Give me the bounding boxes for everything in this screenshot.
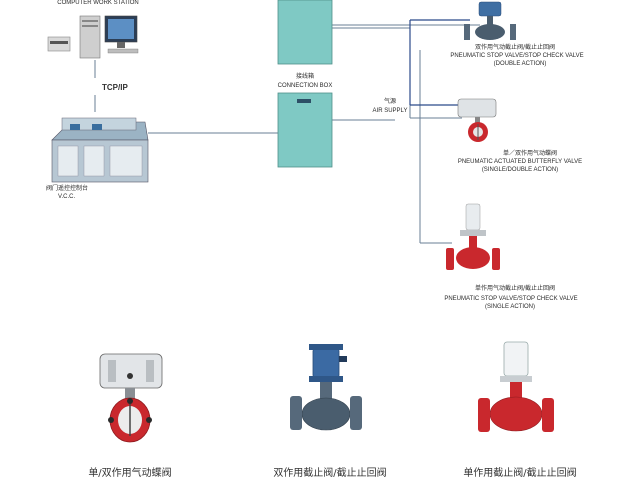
valve1-label-en: PNEUMATIC STOP VALVE/STOP CHECK VALVE [450, 53, 584, 59]
tcp-ip-label: TCP/IP [102, 83, 128, 92]
valve1-label-cn: 双作用气动截止阀/截止止回阀 [474, 44, 556, 51]
valve1-label-sub: (DOUBLE ACTION) [493, 61, 547, 67]
valve3-label-cn: 单作用气动截止阀/截止止回阀 [474, 285, 556, 292]
connection-box-top [277, 0, 333, 65]
computer-workstation-icon [47, 15, 139, 59]
valve-icon-large-single-stop [478, 341, 554, 432]
valve2-label-en: PNEUMATIC ACTUATED BUTTERFLY VALVE [457, 159, 583, 165]
valve2-label-sub: (SINGLE/DOUBLE ACTION) [481, 167, 559, 173]
caption-single-stop-valve: 单作用截止阀/截止止回阀 [463, 468, 577, 479]
valve2-label-cn: 单／双作用气动蝶阀 [502, 150, 557, 157]
valve-icon-small-double-stop [464, 1, 516, 40]
valve-icon-large-butterfly [99, 353, 163, 443]
workstation-label: COMPUTER WORK STATION [57, 0, 139, 6]
air-lines [409, 19, 470, 106]
valve-icon-small-butterfly [457, 98, 497, 142]
caption-double-stop-valve: 双作用截止阀/截止止回阀 [273, 468, 387, 479]
connection-box-label-cn: 接线箱 [295, 73, 314, 80]
caption-butterfly-valve: 单/双作用气动蝶阀 [88, 468, 172, 479]
vcc-label-en: V.C.C. [58, 194, 76, 200]
valve-icon-large-double-stop [290, 344, 362, 431]
vcc-label-cn: 阀门遥控控制台 [46, 185, 89, 192]
valve3-label-sub: (SINGLE ACTION) [484, 304, 535, 310]
valve-icon-small-single-stop [446, 203, 500, 270]
connection-box-cabinet [277, 92, 333, 168]
air-supply-label-en: AIR SUPPLY [372, 108, 408, 114]
valve3-label-en: PNEUMATIC STOP VALVE/STOP CHECK VALVE [444, 296, 578, 302]
vcc-console-icon [51, 117, 149, 183]
connection-box-label-en: CONNECTION BOX [277, 83, 333, 89]
air-supply-label-cn: 气源 [383, 98, 396, 105]
